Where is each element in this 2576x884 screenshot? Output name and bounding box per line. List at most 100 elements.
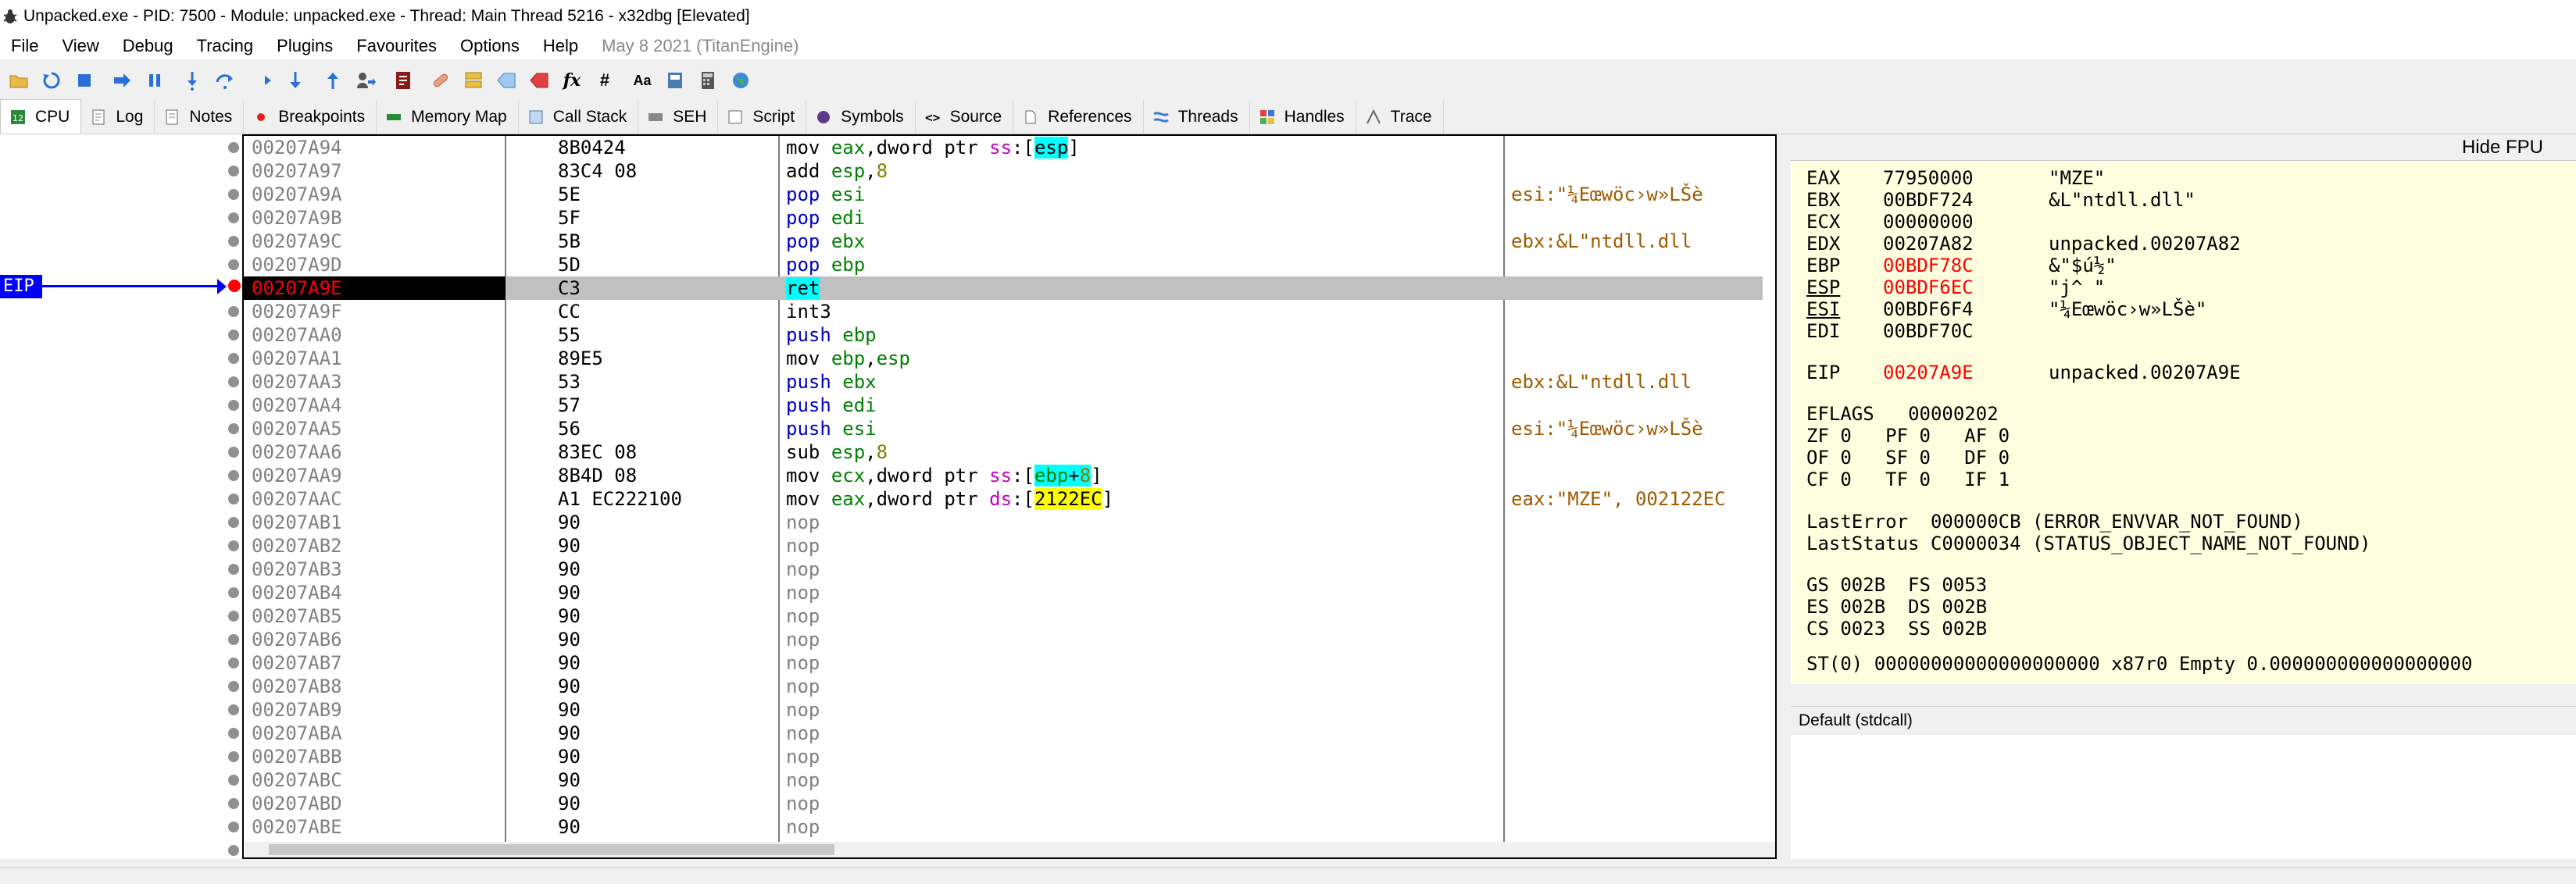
last-error-row[interactable]: LastError 000000CB (ERROR_ENVVAR_NOT_FOU… [1806,511,2303,533]
breakpoint-slot-icon[interactable] [228,494,239,504]
flags-line[interactable]: CF 0 TF 0 IF 1 [1806,469,2010,491]
flags-line[interactable]: ZF 0 PF 0 AF 0 [1806,425,2010,447]
register-value[interactable]: 00000202 [1908,403,1999,426]
menu-view[interactable]: View [62,36,99,55]
breakpoint-slot-icon[interactable] [228,681,239,692]
scroll-thumb[interactable] [269,844,834,855]
restart-icon[interactable] [41,70,63,91]
last-status-row[interactable]: LastStatus C0000034 (STATUS_OBJECT_NAME_… [1806,533,2371,554]
register-value[interactable]: 00BDF6EC [1883,276,1974,298]
breakpoint-slot-icon[interactable] [228,376,239,387]
menu-debug[interactable]: Debug [122,36,173,55]
step-into-icon[interactable] [181,70,203,91]
flags-row[interactable]: OF 0 SF 0 DF 0 [1806,447,2010,469]
font-icon[interactable]: Aa [633,72,652,88]
breakpoint-slot-icon[interactable] [228,845,239,856]
tab-source[interactable]: <> Source [916,101,1014,134]
run-icon[interactable] [111,70,133,91]
tab-seh[interactable]: SEH [638,101,719,134]
menu-help[interactable]: Help [542,36,579,55]
tab-symbols[interactable]: Symbols [806,101,916,134]
segment-row[interactable]: ES 002B DS 002B [1806,596,1987,618]
breakpoint-slot-icon[interactable] [228,166,239,176]
breakpoint-slot-icon[interactable] [228,470,239,481]
segment-line[interactable]: GS 002B FS 0053 [1806,573,1988,596]
menu-plugins[interactable]: Plugins [277,36,334,55]
menu-tracing[interactable]: Tracing [196,36,254,55]
breakpoint-slot-icon[interactable] [228,751,239,762]
breakpoint-slot-icon[interactable] [228,611,239,622]
breakpoint-slot-icon[interactable] [228,353,239,364]
fpu-row[interactable]: ST(0) 00000000000000000000 x87r0 Empty 0… [1806,653,2473,675]
breakpoint-slot-icon[interactable] [228,306,239,317]
breakpoint-slot-icon[interactable] [228,564,239,575]
register-value[interactable]: 00BDF6F4 [1883,298,1974,320]
register-eflags[interactable]: EFLAGS 00000202 [1806,403,1999,425]
breakpoint-slot-icon[interactable] [228,587,239,598]
bookmark-icon[interactable] [528,70,550,91]
scylla-icon[interactable] [392,70,414,91]
breakpoint-slot-icon[interactable] [228,798,239,809]
flags-row[interactable]: CF 0 TF 0 IF 1 [1806,469,2010,490]
flags-line[interactable]: OF 0 SF 0 DF 0 [1806,447,2010,469]
disasm-horizontal-scrollbar[interactable] [245,842,1775,857]
breakpoint-slot-icon[interactable] [228,822,239,832]
tab-cpu[interactable]: 12 CPU [0,99,82,134]
breakpoint-slot-icon[interactable] [228,423,239,434]
breakpoint-slot-icon[interactable] [228,330,239,340]
register-value[interactable]: 77950000 [1883,167,1974,189]
register-value[interactable]: 00000000 [1883,211,1974,233]
help-icon[interactable] [664,70,686,91]
call-convention-dropdown[interactable]: Default (stdcall) [1791,707,2576,735]
breakpoint-slot-icon[interactable] [228,658,239,668]
breakpoint-icon[interactable] [228,280,241,292]
hash-icon[interactable]: # [599,70,610,90]
tab-handles[interactable]: Handles [1250,101,1356,134]
trace-over-icon[interactable] [284,70,306,91]
pause-icon[interactable] [144,70,166,91]
breakpoint-slot-icon[interactable] [228,634,239,645]
run-to-user-code-icon[interactable] [355,70,377,91]
function-icon[interactable]: fx [563,70,581,91]
menu-favourites[interactable]: Favourites [356,36,438,55]
tab-threads[interactable]: Threads [1144,101,1250,134]
patch-icon[interactable] [430,70,452,91]
breakpoint-slot-icon[interactable] [228,400,239,411]
breakpoint-slot-icon[interactable] [228,728,239,739]
disasm-gutter[interactable] [0,134,242,859]
tab-call-stack[interactable]: Call Stack [519,101,639,134]
globe-icon[interactable] [730,70,752,91]
label-icon[interactable] [495,70,517,91]
register-horizontal-scrollbar[interactable] [1791,684,2576,703]
breakpoint-slot-icon[interactable] [228,189,239,200]
tab-breakpoints[interactable]: Breakpoints [244,101,377,134]
step-over-icon[interactable] [214,70,236,91]
